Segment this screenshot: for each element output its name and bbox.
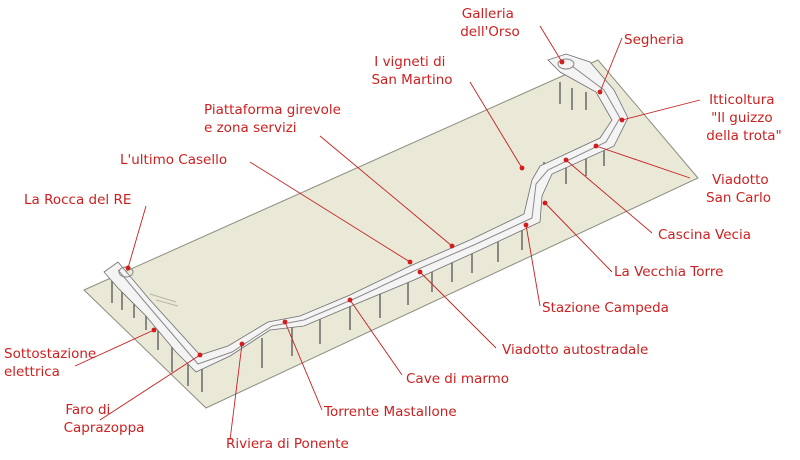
label-torrente: Torrente Mastallone [323, 404, 457, 420]
label-galleria-orso-line1: Galleria [462, 6, 514, 22]
label-viadotto-san-carlo-line2: San Carlo [706, 190, 771, 206]
baseboard [83, 59, 699, 409]
label-viadotto-autostradale: Viadotto autostradale [502, 342, 648, 358]
label-itticoltura: Itticoltura "Il guizzo della trota" [706, 92, 782, 144]
marker-dots [125, 59, 625, 358]
label-piattaforma: Piattaforma girevole e zona servizi [204, 102, 345, 136]
label-viadotto-autostradale-line1: Viadotto autostradale [502, 342, 648, 358]
label-ultimo-casello-line1: L'ultimo Casello [120, 152, 227, 168]
label-stazione-campeda: Stazione Campeda [542, 300, 669, 316]
label-faro-line2: Caprazoppa [64, 420, 145, 436]
label-piattaforma-line1: Piattaforma girevole [204, 102, 341, 118]
label-itticoltura-line2: "Il guizzo [711, 110, 773, 126]
label-cave-marmo-line1: Cave di marmo [406, 371, 509, 387]
label-viadotto-san-carlo: Viadotto San Carlo [706, 172, 773, 206]
label-sottostazione: Sottostazione elettrica [4, 346, 101, 380]
label-faro: Faro di Caprazoppa [64, 402, 145, 436]
label-stazione-campeda-line1: Stazione Campeda [542, 300, 669, 316]
label-cave-marmo: Cave di marmo [406, 371, 509, 387]
label-torrente-line1: Torrente Mastallone [323, 404, 457, 420]
label-riviera-line1: Riviera di Ponente [226, 436, 349, 452]
label-segheria-line1: Segheria [624, 32, 684, 48]
label-vigneti: I vigneti di San Martino [371, 54, 452, 88]
label-segheria: Segheria [624, 32, 684, 48]
label-vigneti-line2: San Martino [371, 72, 452, 88]
label-galleria-orso: Galleria dell'Orso [460, 6, 520, 40]
label-faro-line1: Faro di [65, 402, 110, 418]
label-vecchia-torre-line1: La Vecchia Torre [614, 264, 723, 280]
label-galleria-orso-line2: dell'Orso [460, 24, 520, 40]
leader-lines [74, 25, 701, 441]
label-vigneti-line1: I vigneti di [374, 54, 445, 70]
label-cascina-vecia: Cascina Vecia [658, 227, 751, 243]
label-cascina-vecia-line1: Cascina Vecia [658, 227, 751, 243]
label-itticoltura-line1: Itticoltura [709, 92, 774, 108]
label-itticoltura-line3: della trota" [706, 128, 782, 144]
label-viadotto-san-carlo-line1: Viadotto [712, 172, 769, 188]
label-sottostazione-line1: Sottostazione [4, 346, 96, 362]
label-ultimo-casello: L'ultimo Casello [120, 152, 227, 168]
label-rocca-re: La Rocca del RE [24, 192, 131, 208]
track-deck [103, 53, 629, 373]
label-riviera: Riviera di Ponente [226, 436, 349, 452]
label-piattaforma-line2: e zona servizi [204, 120, 297, 136]
label-rocca-re-line1: La Rocca del RE [24, 192, 131, 208]
label-vecchia-torre: La Vecchia Torre [614, 264, 723, 280]
label-sottostazione-line2: elettrica [4, 364, 60, 380]
